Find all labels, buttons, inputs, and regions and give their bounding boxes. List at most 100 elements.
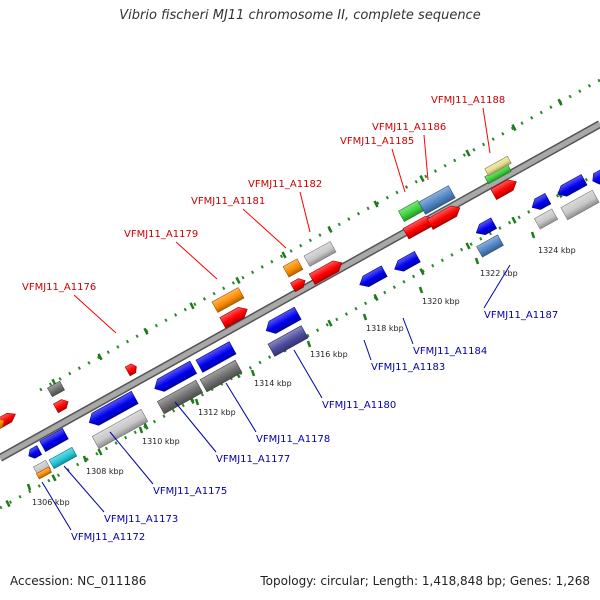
reverse-gene <box>48 446 78 470</box>
track-tick <box>143 422 149 430</box>
forward-gene <box>0 418 5 433</box>
forward-gene-label: VFMJ11_A1176 <box>22 282 96 293</box>
reverse-leader-line <box>293 349 323 399</box>
reverse-leader-line <box>63 465 105 513</box>
kbp-label: 1308 kbp <box>86 467 124 476</box>
forward-gene <box>282 258 304 278</box>
reverse-leader-line <box>225 382 257 433</box>
kbp-label: 1322 kbp <box>480 269 518 278</box>
forward-gene <box>303 241 337 267</box>
track-tick <box>51 474 57 482</box>
reverse-gene-label: VFMJ11_A1172 <box>71 532 145 543</box>
reverse-gene <box>394 251 421 272</box>
reverse-gene <box>154 360 198 392</box>
reverse-gene <box>28 445 43 459</box>
forward-gene <box>290 278 306 293</box>
track-tick <box>557 98 563 106</box>
track-tick <box>327 225 333 234</box>
forward-gene <box>490 179 517 200</box>
forward-gene <box>418 185 456 215</box>
reverse-leader-line <box>363 339 372 361</box>
reverse-gene-label: VFMJ11_A1175 <box>153 486 227 497</box>
track-tick <box>373 200 379 208</box>
reverse-gene <box>39 428 69 452</box>
kbp-label: 1324 kbp <box>538 246 576 255</box>
kbp-tick <box>138 426 144 434</box>
kbp-label: 1318 kbp <box>366 324 404 333</box>
kbp-tick <box>26 483 32 491</box>
forward-leader-line <box>73 294 117 334</box>
kbp-tick <box>250 369 256 377</box>
track-tick <box>281 251 287 259</box>
forward-gene <box>308 260 343 285</box>
track-tick <box>327 319 333 327</box>
track-tick <box>419 174 425 183</box>
summary-text: Topology: circular; Length: 1,418,848 bp… <box>260 574 590 588</box>
reverse-leader-line <box>41 481 72 531</box>
track-tick <box>97 448 103 456</box>
reverse-gene <box>88 390 139 426</box>
kbp-tick <box>474 257 480 265</box>
reverse-outer-track <box>0 170 600 510</box>
kbp-label: 1320 kbp <box>422 297 460 306</box>
forward-gene <box>219 307 248 329</box>
forward-gene <box>211 287 245 313</box>
reverse-gene-label: VFMJ11_A1173 <box>104 514 178 525</box>
forward-gene <box>484 155 512 177</box>
kbp-tick <box>194 398 200 406</box>
kbp-tick <box>530 231 536 239</box>
reverse-gene-label: VFMJ11_A1180 <box>322 400 396 411</box>
accession-text: Accession: NC_011186 <box>10 574 147 588</box>
forward-gene-label: VFMJ11_A1181 <box>191 196 265 207</box>
reverse-leader-line <box>402 317 414 345</box>
reverse-gene <box>476 234 504 258</box>
kbp-tick <box>306 340 312 348</box>
reverse-gene <box>195 341 237 373</box>
track-tick <box>511 124 517 132</box>
forward-leader-line <box>482 107 491 154</box>
track-tick <box>143 327 149 335</box>
track-tick <box>235 276 241 284</box>
kbp-tick <box>418 286 424 294</box>
kbp-tick <box>82 455 88 463</box>
forward-gene-label: VFMJ11_A1179 <box>124 229 198 240</box>
track-tick <box>373 293 379 301</box>
reverse-gene <box>156 379 204 415</box>
backbone <box>0 121 600 461</box>
reverse-leader-line <box>109 431 154 485</box>
kbp-label: 1316 kbp <box>310 350 348 359</box>
forward-gene <box>426 205 461 230</box>
track-tick <box>419 268 425 276</box>
forward-gene-label: VFMJ11_A1186 <box>372 122 446 133</box>
forward-gene <box>53 399 69 414</box>
forward-gene <box>47 380 65 398</box>
forward-gene-label: VFMJ11_A1188 <box>431 95 505 106</box>
track-tick <box>511 216 517 224</box>
reverse-gene <box>199 359 243 393</box>
forward-gene-label: VFMJ11_A1182 <box>248 179 322 190</box>
forward-leader-line <box>423 134 429 181</box>
track-tick <box>465 149 471 157</box>
kbp-label: 1312 kbp <box>198 408 236 417</box>
track-tick <box>5 499 11 508</box>
kbp-tick <box>362 313 368 321</box>
reverse-gene <box>91 408 149 450</box>
reverse-gene <box>531 192 552 210</box>
reverse-gene <box>33 459 51 477</box>
forward-gene <box>124 363 137 377</box>
forward-gene-label: VFMJ11_A1185 <box>340 136 414 147</box>
reverse-gene <box>592 169 600 185</box>
reverse-leader-line <box>483 264 511 309</box>
forward-outer-track <box>39 78 600 392</box>
forward-leader-line <box>299 191 311 233</box>
kbp-label: 1306 kbp <box>32 498 70 507</box>
map-title: Vibrio fischeri MJ11 chromosome II, comp… <box>119 8 481 23</box>
forward-leader-line <box>242 208 287 249</box>
reverse-gene <box>557 174 588 197</box>
reverse-gene <box>359 265 388 287</box>
reverse-gene-label: VFMJ11_A1177 <box>216 454 290 465</box>
track-tick <box>97 353 103 361</box>
reverse-gene <box>475 217 498 236</box>
